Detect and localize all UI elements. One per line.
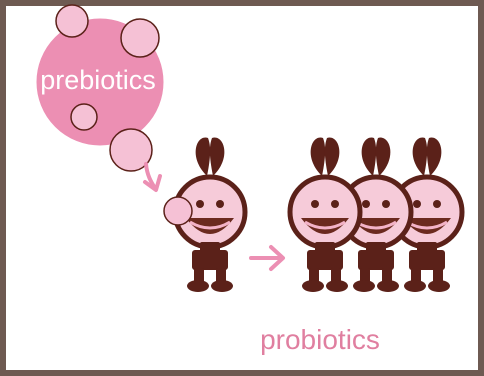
- small-bubble-top-left: [56, 5, 88, 37]
- small-bubble-top-right: [121, 19, 159, 57]
- probiotics-label: probiotics: [260, 324, 380, 355]
- small-bubble-middle: [71, 104, 97, 130]
- swallowed-bubble: [164, 197, 192, 225]
- prebiotics-label: prebiotics: [40, 65, 156, 95]
